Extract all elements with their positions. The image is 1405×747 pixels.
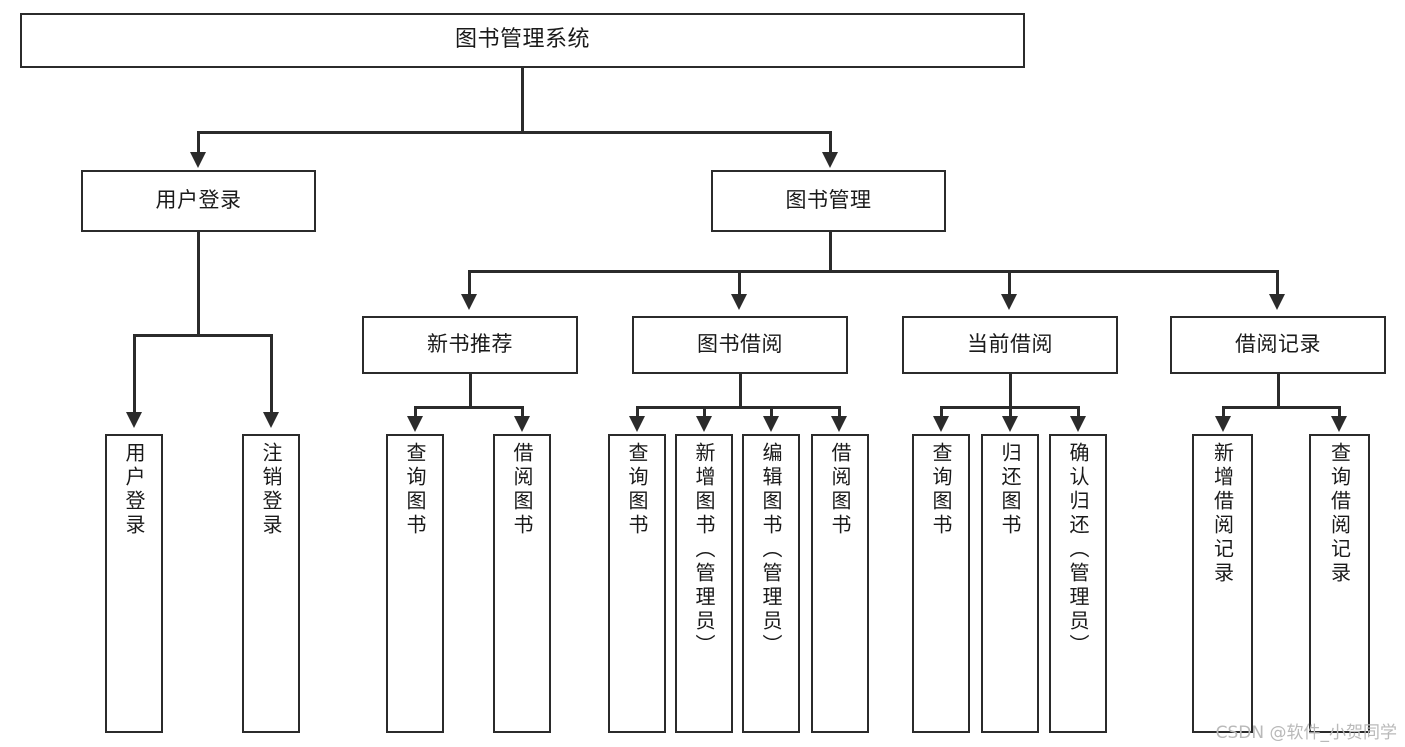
node-label: 查询借阅记录 bbox=[1327, 442, 1352, 586]
node-label: 确认归还（管理员） bbox=[1066, 442, 1090, 658]
connector-to-leaf-logout-login bbox=[270, 334, 273, 414]
leaf-add-book-admin[interactable]: 新增图书（管理员） bbox=[675, 434, 733, 733]
connector-book-management-stem bbox=[829, 232, 832, 272]
leaf-edit-book-admin[interactable]: 编辑图书（管理员） bbox=[742, 434, 800, 733]
connector-book-borrow-stem bbox=[739, 374, 742, 408]
arrowhead-book-borrow bbox=[731, 294, 747, 310]
node-new-book-recommend[interactable]: 新书推荐 bbox=[362, 316, 578, 374]
node-label: 图书借阅 bbox=[697, 332, 783, 357]
leaf-return-book[interactable]: 归还图书 bbox=[981, 434, 1039, 733]
arrowhead-leaf-add-book bbox=[696, 416, 712, 432]
connector-book-management-bus bbox=[468, 270, 1278, 273]
node-label: 借阅图书 bbox=[828, 442, 852, 538]
arrowhead-leaf-query-book-1 bbox=[407, 416, 423, 432]
arrowhead-leaf-logout-login bbox=[263, 412, 279, 428]
connector-user-login-stem bbox=[197, 232, 200, 336]
node-book-management[interactable]: 图书管理 bbox=[711, 170, 946, 232]
leaf-query-book-current[interactable]: 查询图书 bbox=[912, 434, 970, 733]
connector-borrow-record-stem bbox=[1277, 374, 1280, 408]
connector-borrow-record-bus bbox=[1222, 406, 1340, 409]
connector-user-login-bus bbox=[133, 334, 272, 337]
node-label: 用户登录 bbox=[122, 442, 146, 538]
arrowhead-leaf-return-book bbox=[1002, 416, 1018, 432]
node-label: 新书推荐 bbox=[427, 332, 513, 357]
connector-new-book-recommend-bus bbox=[414, 406, 524, 409]
connector-to-book-borrow bbox=[738, 270, 741, 296]
node-label: 图书管理系统 bbox=[454, 27, 590, 53]
node-user-login[interactable]: 用户登录 bbox=[81, 170, 316, 232]
arrowhead-book-management bbox=[822, 152, 838, 168]
arrowhead-leaf-user-login bbox=[126, 412, 142, 428]
leaf-logout-login[interactable]: 注销登录 bbox=[242, 434, 300, 733]
connector-to-new-book-recommend bbox=[468, 270, 471, 296]
node-label: 注销登录 bbox=[259, 442, 283, 538]
connector-new-book-recommend-stem bbox=[469, 374, 472, 408]
leaf-borrow-book-borrow[interactable]: 借阅图书 bbox=[811, 434, 869, 733]
arrowhead-new-book-recommend bbox=[461, 294, 477, 310]
leaf-add-borrow-record[interactable]: 新增借阅记录 bbox=[1192, 434, 1253, 733]
leaf-query-book-borrow[interactable]: 查询图书 bbox=[608, 434, 666, 733]
node-label: 新增借阅记录 bbox=[1210, 442, 1235, 586]
connector-root-to-book-management bbox=[829, 131, 832, 155]
leaf-user-login[interactable]: 用户登录 bbox=[105, 434, 163, 733]
connector-to-leaf-user-login bbox=[133, 334, 136, 414]
connector-current-borrow-stem bbox=[1009, 374, 1012, 408]
node-label: 查询图书 bbox=[929, 442, 953, 538]
arrowhead-borrow-record bbox=[1269, 294, 1285, 310]
node-root-system[interactable]: 图书管理系统 bbox=[20, 13, 1025, 68]
node-label: 图书管理 bbox=[785, 188, 872, 213]
arrowhead-leaf-borrow-book-1 bbox=[514, 416, 530, 432]
node-label: 归还图书 bbox=[998, 442, 1022, 538]
arrowhead-leaf-borrow-book-2 bbox=[831, 416, 847, 432]
node-label: 编辑图书（管理员） bbox=[759, 442, 783, 658]
arrowhead-user-login bbox=[190, 152, 206, 168]
node-label: 新增图书（管理员） bbox=[692, 442, 716, 658]
leaf-query-borrow-record[interactable]: 查询借阅记录 bbox=[1309, 434, 1370, 733]
arrowhead-leaf-query-book-3 bbox=[933, 416, 949, 432]
node-borrow-record[interactable]: 借阅记录 bbox=[1170, 316, 1386, 374]
node-label: 查询图书 bbox=[403, 442, 427, 538]
arrowhead-leaf-add-record bbox=[1215, 416, 1231, 432]
node-label: 当前借阅 bbox=[967, 332, 1053, 357]
connector-root-to-user-login bbox=[197, 131, 200, 155]
leaf-borrow-book-new-recommend[interactable]: 借阅图书 bbox=[493, 434, 551, 733]
node-label: 查询图书 bbox=[625, 442, 649, 538]
connector-to-borrow-record bbox=[1276, 270, 1279, 296]
node-current-borrow[interactable]: 当前借阅 bbox=[902, 316, 1118, 374]
arrowhead-leaf-edit-book bbox=[763, 416, 779, 432]
connector-book-borrow-bus bbox=[636, 406, 840, 409]
connector-root-bus bbox=[197, 131, 832, 134]
arrowhead-leaf-query-record bbox=[1331, 416, 1347, 432]
node-book-borrow[interactable]: 图书借阅 bbox=[632, 316, 848, 374]
leaf-confirm-return-admin[interactable]: 确认归还（管理员） bbox=[1049, 434, 1107, 733]
arrowhead-leaf-confirm-return bbox=[1070, 416, 1086, 432]
connector-root-stem bbox=[521, 68, 524, 131]
arrowhead-current-borrow bbox=[1001, 294, 1017, 310]
leaf-query-book-new-recommend[interactable]: 查询图书 bbox=[386, 434, 444, 733]
node-label: 借阅图书 bbox=[510, 442, 534, 538]
node-label: 用户登录 bbox=[155, 188, 242, 213]
arrowhead-leaf-query-book-2 bbox=[629, 416, 645, 432]
node-label: 借阅记录 bbox=[1235, 332, 1321, 357]
connector-to-current-borrow bbox=[1008, 270, 1011, 296]
